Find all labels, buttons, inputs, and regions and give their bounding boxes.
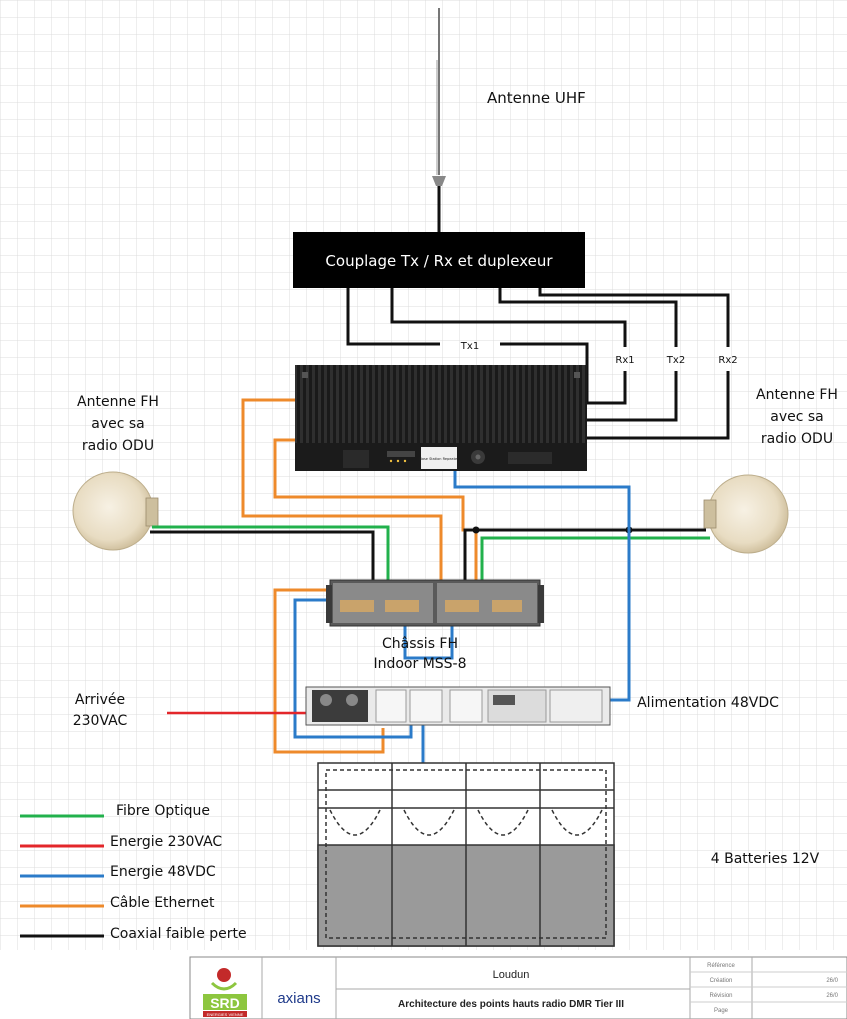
field-creation: Création — [710, 978, 733, 984]
site-name: Loudun — [493, 969, 530, 981]
battery-bank — [318, 763, 614, 946]
value-revision: 26/0 — [826, 993, 838, 999]
alimentation-label: Alimentation 48VDC — [637, 695, 779, 711]
logo-axians: axians — [277, 990, 320, 1007]
chassis-line2: Indoor MSS-8 — [373, 656, 466, 672]
repeater-unit: Base Station Repeater — [295, 365, 587, 471]
tx1-label: Tx1 — [460, 341, 479, 352]
legend-label-48vdc: Energie 48VDC — [110, 864, 216, 880]
field-revision: Révision — [709, 993, 732, 999]
field-reference: Référence — [707, 963, 735, 969]
rx2-label: Rx2 — [718, 355, 737, 366]
legend-label-230vac: Energie 230VAC — [110, 834, 222, 850]
title-block: SRD ENERGIES VIENNE axians Loudun Archit… — [190, 957, 847, 1019]
repeater-badge: Base Station Repeater — [419, 457, 459, 461]
left-fh-line2: avec sa — [91, 416, 145, 432]
logo-srd: SRD — [210, 995, 240, 1011]
left-fh-line1: Antenne FH — [77, 394, 159, 410]
right-fh-line1: Antenne FH — [756, 387, 838, 403]
legend-label-coax: Coaxial faible perte — [110, 926, 247, 942]
tx2-label: Tx2 — [666, 355, 685, 366]
right-fh-line3: radio ODU — [761, 431, 833, 447]
mss8-chassis — [326, 580, 544, 626]
antenna-uhf-label: Antenne UHF — [487, 89, 586, 107]
arrivee-line1: Arrivée — [75, 692, 125, 708]
left-fh-line3: radio ODU — [82, 438, 154, 454]
arrivee-line2: 230VAC — [73, 713, 128, 729]
value-creation: 26/0 — [826, 978, 838, 984]
batteries-label: 4 Batteries 12V — [711, 851, 820, 867]
chassis-line1: Châssis FH — [382, 636, 458, 652]
legend-label-ethernet: Câble Ethernet — [110, 895, 215, 911]
drawing-title: Architecture des points hauts radio DMR … — [398, 999, 624, 1010]
field-page: Page — [714, 1008, 729, 1014]
right-fh-line2: avec sa — [770, 409, 824, 425]
power-supply-rack — [306, 687, 610, 725]
rx1-label: Rx1 — [615, 355, 634, 366]
coupler-label: Couplage Tx / Rx et duplexeur — [325, 252, 553, 270]
legend-label-fibre: Fibre Optique — [116, 803, 210, 819]
logo-srd-tag: ENERGIES VIENNE — [207, 1012, 244, 1017]
